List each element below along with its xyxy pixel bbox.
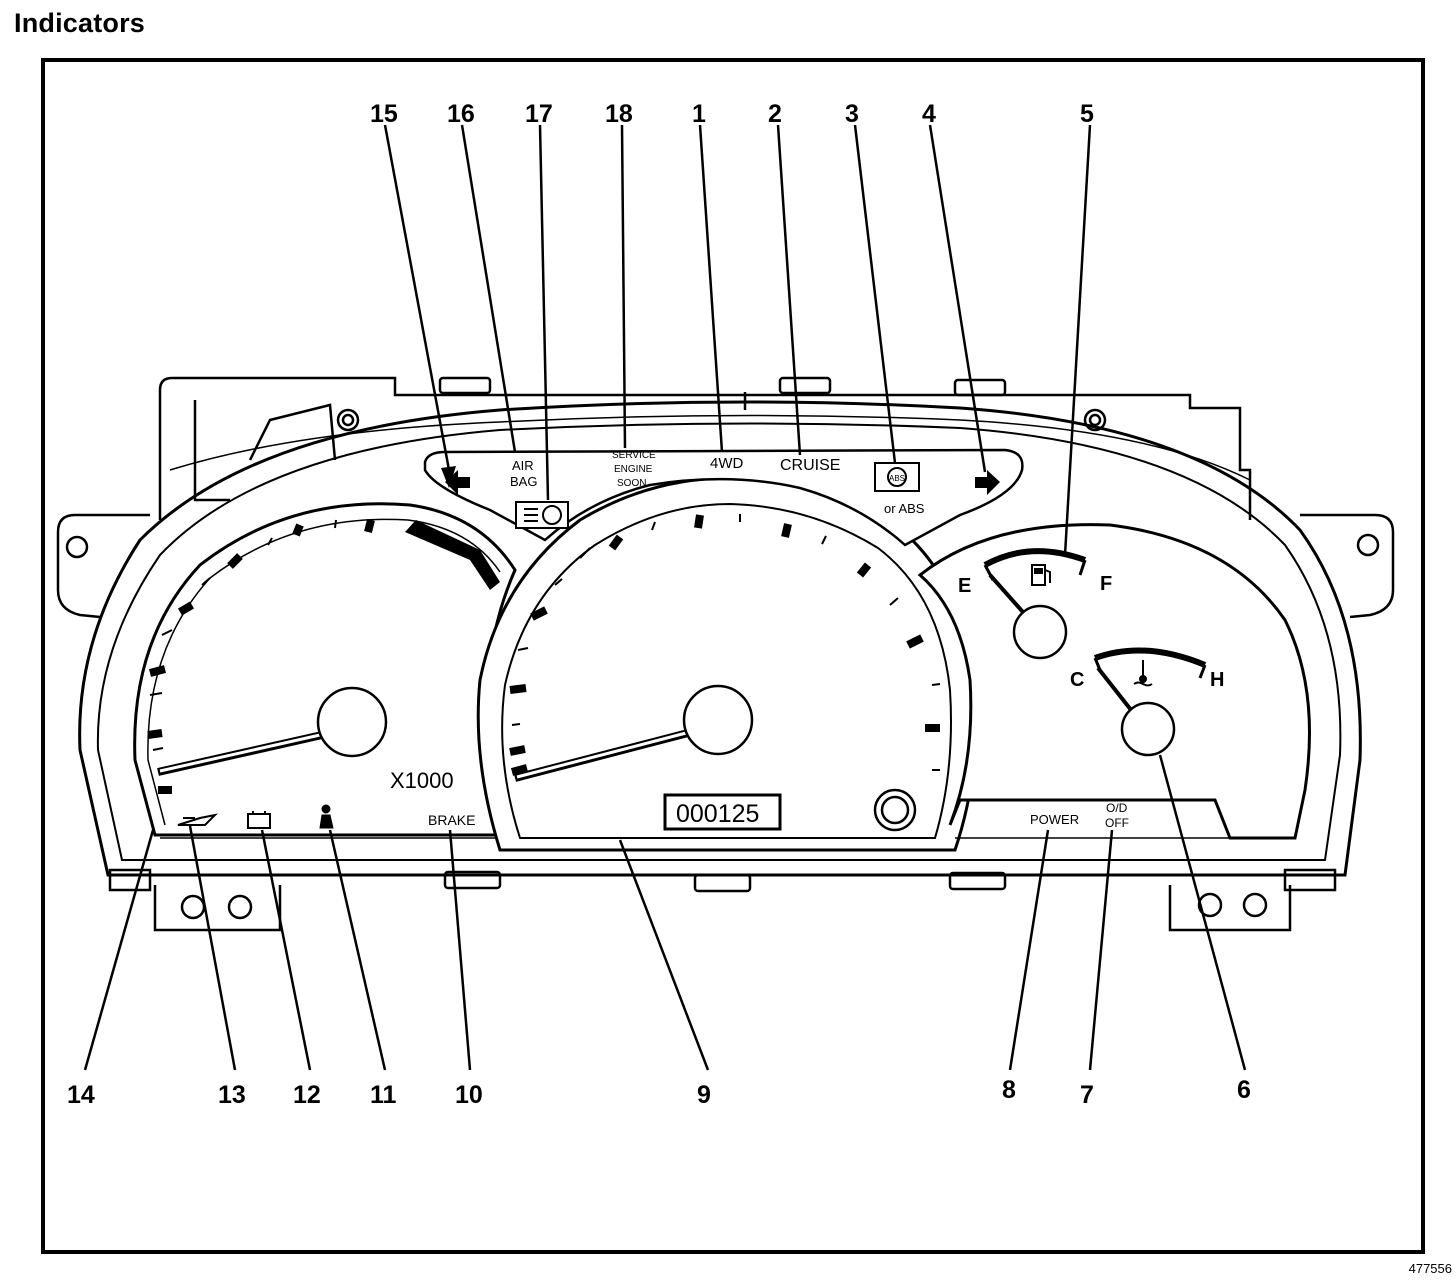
speedometer-ticks [509, 514, 941, 776]
fuel-temp-face [917, 523, 1311, 840]
odometer-display [663, 793, 782, 831]
fuel-gauge-hub [1012, 604, 1068, 660]
tach-multiplier-label: X1000 [390, 768, 454, 793]
temp-hot-label: H [1210, 669, 1224, 691]
figure-id: 477556 [1408, 1261, 1452, 1276]
od-off-label-line1: O/D [1106, 801, 1128, 815]
indicator-strip [423, 448, 1024, 547]
fuel-gauge-arc [983, 548, 1087, 568]
callout-4: 4 [922, 100, 936, 128]
oil-can-icon [177, 813, 219, 826]
callout-15-arrowhead [441, 466, 456, 488]
tachometer-ticks [147, 519, 500, 794]
callout-11: 11 [370, 1081, 397, 1109]
od-off-label-line2: OFF [1105, 816, 1129, 830]
fuel-pump-icon [1031, 564, 1051, 586]
headlamp-high-beam-icon [515, 501, 569, 529]
bezel-outer [78, 400, 1362, 877]
fuel-empty-label: E [958, 575, 971, 597]
airbag-label-line1: AIR [512, 458, 534, 473]
temp-gauge-needle [1096, 666, 1137, 717]
fuel-full-label: F [1100, 573, 1112, 595]
callout-9: 9 [697, 1081, 711, 1109]
callout-leaders [83, 124, 1247, 1071]
figure-frame [41, 58, 1425, 1254]
bezel-inner [96, 422, 1342, 861]
callout-3: 3 [845, 100, 859, 128]
callout-16: 16 [447, 100, 475, 128]
service-engine-line3: SOON [617, 478, 646, 489]
callout-8: 8 [1002, 1076, 1016, 1104]
service-engine-line1: SERVICE [612, 450, 656, 461]
service-engine-line2: ENGINE [614, 464, 653, 475]
power-label: POWER [1030, 812, 1079, 827]
airbag-label-line2: BAG [510, 474, 537, 489]
callout-14: 14 [67, 1081, 95, 1109]
callout-2: 2 [768, 100, 782, 128]
callout-7: 7 [1080, 1081, 1094, 1109]
speedometer-hub [682, 684, 754, 756]
tachometer-hub [316, 686, 388, 758]
callout-13: 13 [218, 1081, 246, 1109]
abs-badge-text: ABS [889, 474, 905, 483]
callout-1: 1 [692, 100, 706, 128]
callout-15: 15 [370, 100, 398, 128]
seatbelt-icon [319, 804, 334, 829]
odometer-value: 000125 [676, 800, 759, 828]
cruise-label: CRUISE [780, 457, 840, 474]
4wd-label: 4WD [710, 455, 744, 472]
trip-reset-knob-icon [873, 788, 917, 832]
battery-icon [247, 811, 271, 829]
brake-label: BRAKE [428, 812, 475, 828]
callout-12: 12 [293, 1081, 321, 1109]
right-turn-arrow-icon [975, 470, 1000, 495]
temp-cold-label: C [1070, 669, 1084, 691]
callout-5: 5 [1080, 100, 1094, 128]
callout-18: 18 [605, 100, 633, 128]
callout-6: 6 [1237, 1076, 1251, 1104]
temp-gauge-hub [1120, 701, 1176, 757]
abs-alt-label: or ABS [884, 501, 925, 516]
cluster-housing [56, 376, 1395, 932]
temp-gauge-arc [1093, 647, 1207, 668]
abs-icon: ABS [874, 462, 920, 492]
page-title: Indicators [14, 8, 146, 38]
callout-17: 17 [525, 100, 553, 128]
coolant-temp-icon [1133, 660, 1153, 687]
callout-10: 10 [455, 1081, 483, 1109]
